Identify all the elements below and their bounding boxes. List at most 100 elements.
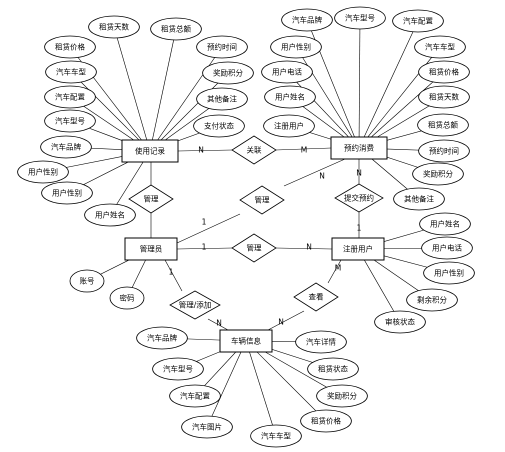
reservation-attribute — [264, 85, 316, 109]
relationship-label: 管理 — [144, 194, 159, 204]
connector-line — [149, 46, 223, 152]
usage-attribute — [17, 160, 69, 184]
cardinality-marker: 1 — [357, 224, 362, 233]
reservation-attribute-label: 汽车配置 — [403, 16, 433, 26]
user-attribute-label: 剩余积分 — [417, 295, 447, 305]
connector-line — [70, 71, 151, 152]
reservation-attribute-label: 用户性别 — [281, 42, 311, 52]
connector-line — [207, 318, 229, 331]
reservation-attribute — [334, 6, 386, 30]
connector-line — [275, 247, 333, 250]
reservation-attribute — [281, 8, 333, 32]
cardinality-marker: N — [198, 146, 204, 155]
vehicle-attribute — [181, 415, 233, 439]
usage-attribute-label: 汽车配置 — [55, 92, 85, 102]
vehicle-attribute — [307, 357, 359, 381]
reservation-attribute — [418, 60, 470, 84]
relationship-label: 提交预约 — [344, 193, 374, 203]
usage-attribute — [44, 35, 96, 59]
cardinality-marker: N — [278, 318, 284, 327]
connector-line — [177, 149, 233, 152]
relationship-admin-user — [231, 233, 277, 263]
connector-line — [267, 310, 305, 331]
connector-line — [176, 247, 233, 250]
reservation-attribute — [392, 9, 444, 33]
admin-attribute — [109, 286, 145, 310]
connector-line — [164, 259, 183, 292]
reservation-attribute-label: 汽车品牌 — [292, 15, 322, 25]
entity-vehicle — [219, 329, 273, 353]
vehicle-attribute — [295, 330, 347, 354]
usage-attribute — [44, 85, 96, 109]
relationship-label: 管理/添加 — [179, 300, 212, 310]
reservation-attribute-label: 租赁总额 — [428, 120, 458, 130]
vehicle-attribute-label: 汽车图片 — [192, 422, 222, 432]
reservation-attribute — [417, 113, 469, 137]
usage-attribute-label: 用户性别 — [28, 167, 58, 177]
reservation-attribute-label: 用户姓名 — [275, 92, 305, 102]
vehicle-attribute — [300, 409, 352, 433]
vehicle-attribute-label: 租赁状态 — [318, 364, 348, 374]
reservation-attribute-label: 奖励积分 — [423, 169, 453, 179]
connector-line — [149, 72, 229, 152]
relationship-label: 查看 — [309, 292, 324, 302]
user-attribute-label: 审核状态 — [385, 317, 415, 327]
reservation-attribute — [263, 114, 315, 138]
usage-attribute-label: 用户姓名 — [95, 210, 125, 220]
usage-attribute-label: 奖励积分 — [213, 68, 243, 78]
usage-attribute-label: 支付状态 — [204, 121, 234, 131]
usage-attribute — [193, 114, 245, 138]
cardinality-marker: N — [319, 172, 325, 181]
relationship-label: 管理 — [247, 243, 262, 253]
usage-attribute — [196, 87, 248, 111]
reservation-attribute-label: 汽车型号 — [345, 13, 375, 23]
usage-attribute-label: 汽车车型 — [56, 67, 86, 77]
usage-attribute — [84, 203, 136, 227]
connector-line — [113, 26, 151, 152]
relationship-reservation-user — [334, 183, 384, 213]
vehicle-attribute-label: 汽车品牌 — [147, 333, 177, 343]
connector-line — [176, 213, 241, 244]
relationship-label: 管理 — [255, 195, 270, 205]
cardinality-marker: 1 — [202, 243, 207, 252]
usage-attribute — [202, 61, 254, 85]
connector-line — [275, 147, 332, 151]
reservation-attribute-label: 注册用户 — [274, 121, 304, 131]
connector-line — [358, 71, 445, 149]
entity-label: 车辆信息 — [231, 336, 261, 346]
entity-label: 注册用户 — [343, 244, 373, 254]
cardinality-marker: M — [335, 264, 341, 273]
reservation-attribute-label: 其他备注 — [404, 194, 434, 204]
reservation-attribute — [418, 85, 470, 109]
user-attribute — [423, 261, 475, 285]
user-attribute — [419, 212, 471, 236]
vehicle-attribute — [169, 384, 221, 408]
relationship-admin-reservation — [239, 185, 285, 215]
entity-user — [331, 237, 385, 261]
cardinality-marker: N — [356, 169, 362, 178]
usage-attribute — [88, 15, 140, 39]
user-attribute — [406, 288, 458, 312]
reservation-attribute — [393, 187, 445, 211]
usage-attribute — [45, 60, 97, 84]
usage-attribute — [196, 35, 248, 59]
vehicle-attribute-label: 汽车型号 — [163, 364, 193, 374]
reservation-attribute — [418, 139, 470, 163]
connector-line — [358, 20, 419, 149]
usage-attribute — [44, 109, 96, 133]
relationship-user-vehicle — [293, 282, 339, 312]
user-attribute-label: 用户电话 — [432, 243, 462, 253]
entity-label: 预约消费 — [344, 143, 374, 153]
connector-line — [358, 17, 361, 149]
cardinality-marker: 1 — [202, 218, 207, 227]
entity-label: 使用记录 — [135, 146, 165, 156]
admin-attribute-label: 账号 — [80, 277, 95, 286]
diagram-shapes: 租赁天数租赁总额租赁价格预约时间汽车车型奖励积分汽车配置其他备注汽车型号支付状态… — [17, 6, 475, 448]
vehicle-attribute — [316, 384, 368, 408]
connector-line — [245, 340, 327, 422]
reservation-attribute-label: 租赁天数 — [429, 92, 459, 102]
connector-line — [357, 248, 401, 323]
usage-attribute-label: 预约时间 — [207, 42, 237, 52]
vehicle-attribute — [136, 326, 188, 350]
connector-line — [295, 46, 360, 149]
